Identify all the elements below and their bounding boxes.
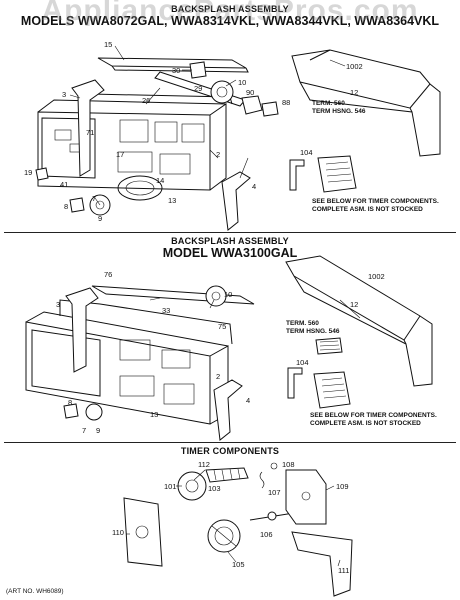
- s2-term-block: [315, 337, 343, 355]
- s3-callout: 108: [282, 460, 295, 469]
- s1-timer-block: [317, 155, 357, 193]
- s1-callout: 12: [350, 88, 359, 97]
- s2-knob-8: [63, 403, 79, 419]
- s3-callout: 105: [232, 560, 245, 569]
- s1-callout: 90: [246, 88, 255, 97]
- s2-callout: 33: [162, 306, 171, 315]
- s1-callout: 9: [98, 214, 103, 223]
- s1-switch-30: [189, 61, 207, 79]
- s3-callout: 109: [336, 482, 349, 491]
- s1-callout: 29: [194, 84, 203, 93]
- s1-callout: 19: [24, 168, 33, 177]
- s2-callout: 10: [224, 290, 233, 299]
- s3-spring-107: [259, 471, 265, 489]
- s2-callout: 9: [96, 426, 101, 435]
- s1-console-housing-1002: [291, 49, 441, 157]
- s1-callout: 88: [282, 98, 291, 107]
- s2-callout: 7: [82, 426, 87, 435]
- section2-header: BACKSPLASH ASSEMBLY: [171, 236, 289, 246]
- s1-callout: 71: [86, 128, 95, 137]
- s3-callout: 101: [164, 482, 177, 491]
- s1-callout: 14: [156, 176, 165, 185]
- s3-callout: 107: [268, 488, 281, 497]
- s2-callout: 4: [246, 396, 251, 405]
- s3-clip-108: [270, 462, 278, 470]
- section3-header: TIMER COMPONENTS: [180, 446, 280, 456]
- s2-callout: 104: [296, 358, 309, 367]
- s1-timer-note: SEE BELOW FOR TIMER COMPONENTS.COMPLETE …: [312, 198, 439, 213]
- section1-models-title: MODELS WWA8072GAL, WWA8314VKL, WWA8344VK…: [20, 14, 440, 28]
- s1-right-end-cap: [221, 171, 251, 231]
- section-divider: [4, 232, 456, 233]
- s3-timer-motor-103: [177, 471, 207, 501]
- s1-callout: 26: [142, 96, 151, 105]
- s2-callout: 75: [218, 322, 227, 331]
- s2-callout: 12: [350, 300, 359, 309]
- s3-callout: 110: [112, 528, 124, 537]
- s1-callout: 2: [216, 150, 221, 159]
- s2-console-housing-1002: [285, 255, 433, 387]
- s2-callout: 76: [104, 270, 113, 279]
- art-number-footer: (ART NO. WH6089): [6, 588, 64, 595]
- s1-callout: 17: [116, 150, 125, 159]
- s1-callout: 7: [92, 194, 97, 203]
- s2-bracket-104: [287, 367, 303, 399]
- s1-callout: 3: [62, 90, 67, 99]
- section2-models-title: MODEL WWA3100GAL: [162, 246, 298, 260]
- s3-callout: 103: [208, 484, 221, 493]
- s1-callout: 10: [238, 78, 247, 87]
- s3-callout: 111: [338, 566, 350, 575]
- s1-callout: 41: [60, 180, 69, 189]
- s2-left-end-cap: [65, 287, 99, 373]
- s2-callout: 1002: [368, 272, 385, 281]
- s1-clip-19: [35, 167, 49, 181]
- s2-right-end-cap: [213, 379, 243, 441]
- s2-switch-10: [205, 285, 227, 307]
- s1-callout: 13: [168, 196, 177, 205]
- s3-cam-block-112: [205, 467, 249, 483]
- s2-callout: 2: [216, 372, 221, 381]
- s1-callout: 15: [104, 40, 113, 49]
- section1-header: BACKSPLASH ASSEMBLY: [171, 4, 289, 14]
- s3-bracket-109: [285, 469, 327, 525]
- s1-callout: 1002: [346, 62, 363, 71]
- s3-callout: 106: [260, 530, 273, 539]
- s1-switch-10: [210, 80, 234, 104]
- s3-cover-111: [291, 531, 353, 597]
- s3-timer-plate-110: [123, 497, 163, 567]
- s2-timer-note: SEE BELOW FOR TIMER COMPONENTS.COMPLETE …: [310, 412, 437, 427]
- s1-switch-88: [261, 101, 279, 117]
- s2-callout: 3: [56, 300, 61, 309]
- s1-callout: 8: [64, 202, 69, 211]
- s2-knob-9: [85, 403, 103, 421]
- s1-callout: 104: [300, 148, 313, 157]
- s3-callout: 112: [198, 460, 210, 469]
- s2-timer-block: [313, 371, 351, 409]
- section-divider: [4, 442, 456, 443]
- s2-callout: 13: [150, 410, 159, 419]
- s1-bracket-104: [289, 159, 305, 191]
- s1-switch-90: [241, 95, 263, 115]
- s1-callout: 4: [252, 182, 257, 191]
- s2-callout: 8: [68, 398, 73, 407]
- s1-knob-8: [69, 197, 85, 213]
- s1-callout: 30: [172, 66, 181, 75]
- s1-left-end-cap: [71, 79, 105, 177]
